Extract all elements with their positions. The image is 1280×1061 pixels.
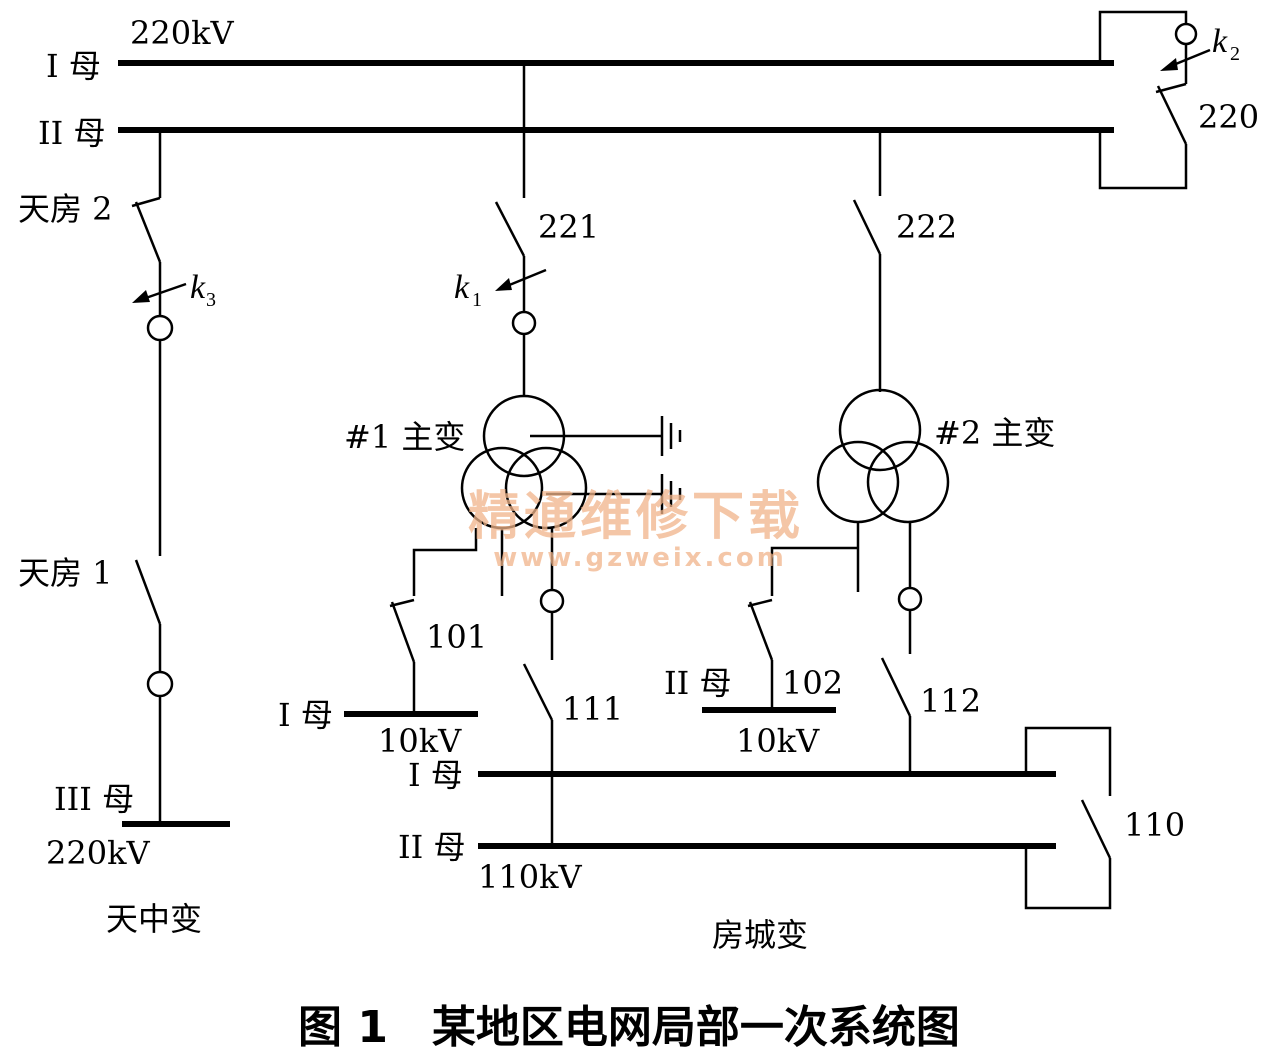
switch-102-label: 102	[782, 664, 843, 702]
bus-220kv-voltage: 220kV	[130, 14, 234, 52]
fault-k3-arrow	[132, 282, 187, 303]
fault-k2-sub: 2	[1230, 43, 1240, 65]
fault-k2-arrow	[1160, 48, 1211, 71]
switch-101-label: 101	[426, 618, 487, 656]
watermark-title: 精通维修下载	[468, 487, 804, 547]
switch-112-label: 112	[920, 682, 981, 720]
bus-220kv-1-label: I 母	[46, 47, 101, 85]
transformer-2	[747, 388, 950, 774]
line-tf1-label: 天房 1	[18, 554, 113, 592]
station-fangcheng: 房城变	[712, 916, 808, 954]
switch-221-label: 221	[538, 208, 599, 246]
branch-222	[852, 130, 882, 392]
bus-tianzhong-voltage: 220kV	[46, 834, 150, 872]
bus-10kv-1-voltage: 10kV	[378, 722, 462, 760]
branch-221	[494, 63, 537, 396]
bus-110kv-2-label: II 母	[398, 828, 465, 866]
fault-k1-label: k	[454, 269, 470, 306]
transformer-1	[389, 394, 682, 846]
bus-coupler-220	[1098, 10, 1198, 190]
fault-k2-label: k	[1212, 23, 1228, 60]
bus-tianzhong-3-label: III 母	[54, 780, 134, 818]
bus-coupler-110	[1024, 726, 1112, 910]
bus-110kv-voltage: 110kV	[478, 858, 582, 896]
bus-10kv-1-label: I 母	[278, 696, 333, 734]
bus-110kv-1-label: I 母	[408, 756, 463, 794]
fault-k1-arrow	[495, 268, 547, 291]
line-tf2-label: 天房 2	[18, 190, 113, 228]
watermark-url: www.gzweix.com	[493, 543, 787, 573]
switch-222-label: 222	[896, 208, 957, 246]
bus-10kv-2-label: II 母	[664, 664, 731, 702]
transformer-1-label: #1 主变	[344, 418, 465, 456]
switch-220-label: 220	[1198, 98, 1259, 136]
bus-10kv-2-voltage: 10kV	[736, 722, 820, 760]
transformer-2-label: #2 主变	[934, 414, 1055, 452]
figure-caption: 图 1 某地区电网局部一次系统图	[298, 1002, 960, 1053]
switch-110-label: 110	[1124, 806, 1185, 844]
fault-k3-sub: 3	[206, 289, 216, 311]
station-tianzhong: 天中变	[106, 900, 202, 938]
fault-k1-sub: 1	[472, 289, 482, 311]
bus-220kv-2-label: II 母	[38, 114, 105, 152]
line-tianfang	[131, 130, 174, 822]
fault-k3-label: k	[190, 269, 206, 306]
switch-111-label: 111	[562, 690, 623, 728]
